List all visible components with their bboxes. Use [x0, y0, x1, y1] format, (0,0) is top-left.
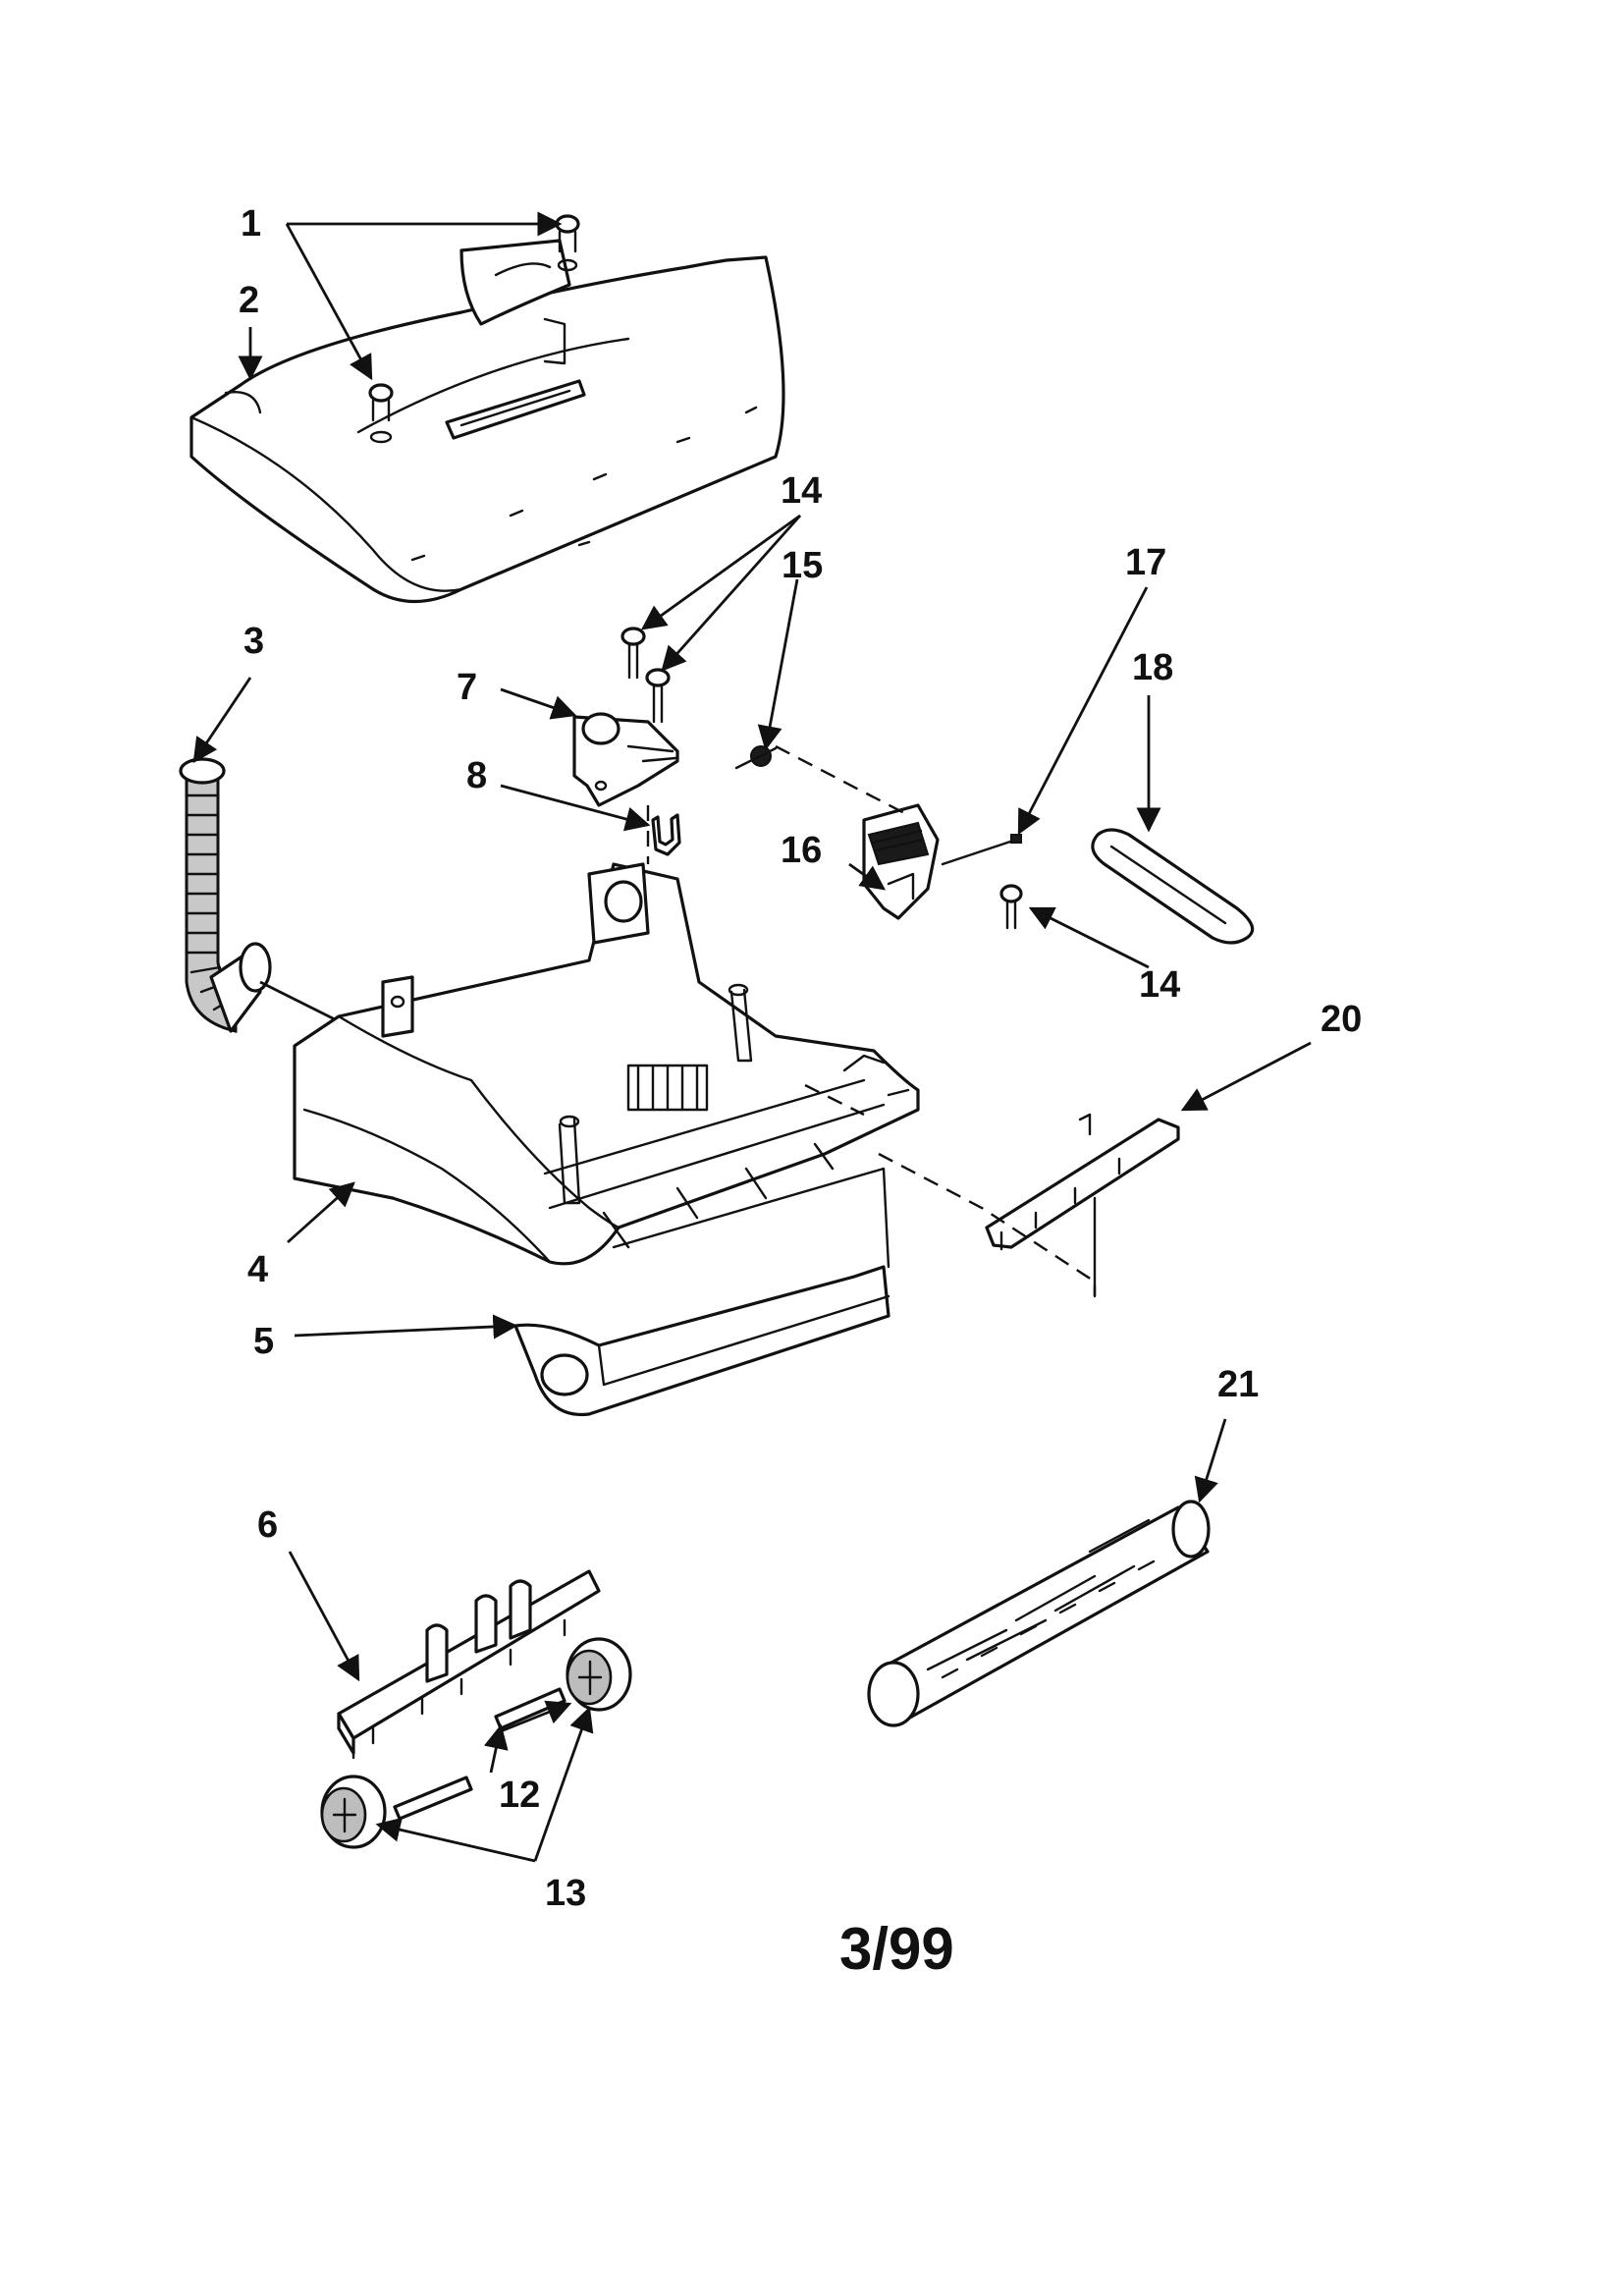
- callout-12: 12: [499, 1775, 540, 1816]
- callout-8: 8: [466, 755, 487, 796]
- callout-20: 20: [1321, 999, 1362, 1040]
- callout-4: 4: [247, 1249, 268, 1290]
- part-axle-carrier: [337, 1569, 601, 1760]
- callout-18: 18: [1132, 647, 1173, 688]
- part-hood-cover: [189, 239, 785, 604]
- callout-15: 15: [782, 545, 823, 586]
- callout-3: 3: [243, 621, 264, 662]
- part-screw-switch: [999, 884, 1023, 930]
- callout-5: 5: [253, 1321, 274, 1362]
- part-hose: [179, 757, 350, 1033]
- part-strip: [985, 1113, 1180, 1251]
- part-screw-cover-left: [368, 383, 394, 444]
- part-wheel-right: [566, 1637, 632, 1712]
- part-bracket: [572, 712, 679, 807]
- part-base-housing: [293, 862, 920, 1266]
- callout-14-top: 14: [781, 470, 822, 512]
- callout-16: 16: [781, 830, 822, 871]
- callout-13: 13: [545, 1873, 586, 1914]
- callout-17: 17: [1125, 542, 1166, 583]
- part-clip: [651, 813, 681, 856]
- callout-6: 6: [257, 1504, 278, 1546]
- callout-7: 7: [457, 667, 477, 708]
- callout-labels: 1 2 3 4 5 6 7 8 12 13 14 14 15 16 17 18 …: [239, 203, 1362, 1914]
- leader-lines: [192, 211, 1312, 1863]
- part-wheel-left: [320, 1775, 387, 1849]
- part-bumper: [513, 1167, 890, 1417]
- callout-2: 2: [239, 280, 259, 321]
- part-belt: [1091, 828, 1255, 945]
- part-screw-bracket-a: [620, 627, 646, 680]
- part-pin: [941, 834, 1022, 866]
- part-screw-cover-right: [555, 214, 580, 272]
- part-knob: [734, 745, 778, 770]
- callout-1: 1: [241, 203, 261, 245]
- callout-14-bottom: 14: [1139, 964, 1180, 1006]
- part-brushroll: [867, 1500, 1211, 1727]
- callout-21: 21: [1217, 1364, 1259, 1405]
- part-switch: [862, 803, 940, 920]
- part-screw-bracket-b: [645, 668, 671, 724]
- revision-date: 3/99: [839, 1916, 954, 1982]
